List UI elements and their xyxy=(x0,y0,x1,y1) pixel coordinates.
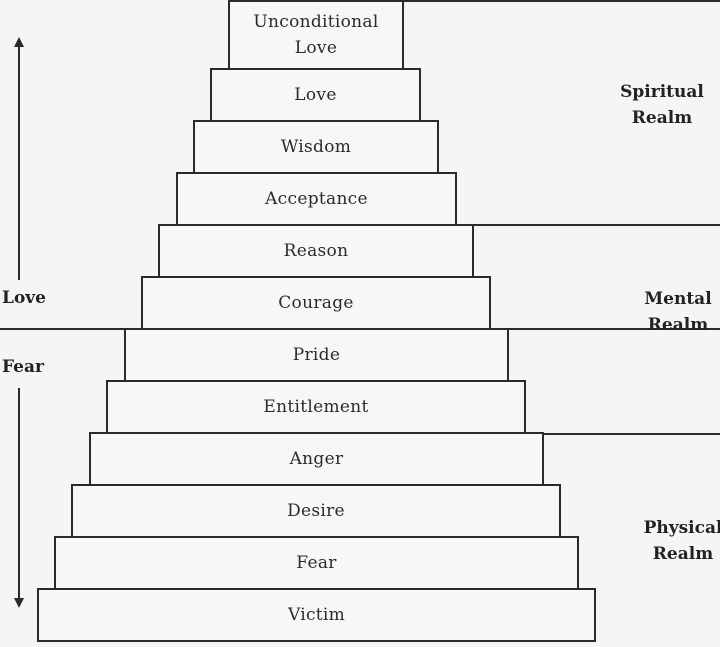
step-love: Love xyxy=(210,68,421,122)
step-reason: Reason xyxy=(158,224,474,278)
fear-arrow-line xyxy=(18,388,20,600)
arrow-up-icon xyxy=(14,37,24,47)
step-unconditional-love: Unconditional Love xyxy=(228,0,404,70)
arrow-down-icon xyxy=(14,598,24,608)
spiritual-realm-label: Spiritual Realm xyxy=(620,82,704,128)
step-desire: Desire xyxy=(71,484,561,538)
mental-realm-label: Mental Realm xyxy=(644,289,712,335)
step-pride: Pride xyxy=(124,328,509,382)
step-anger: Anger xyxy=(89,432,544,486)
spiritual-top-divider xyxy=(403,0,720,2)
step-victim: Victim xyxy=(37,588,596,642)
step-courage: Courage xyxy=(141,276,491,330)
fear-axis-label: Fear xyxy=(2,357,44,377)
step-wisdom: Wisdom xyxy=(193,120,439,174)
step-entitlement: Entitlement xyxy=(106,380,526,434)
spiritual-mental-divider xyxy=(456,224,720,226)
physical-realm-label: Physical Realm xyxy=(643,518,720,564)
physical-divider xyxy=(525,433,720,435)
love-arrow-line xyxy=(18,45,20,280)
step-fear: Fear xyxy=(54,536,579,590)
step-acceptance: Acceptance xyxy=(176,172,457,226)
love-axis-label: Love xyxy=(2,288,46,308)
